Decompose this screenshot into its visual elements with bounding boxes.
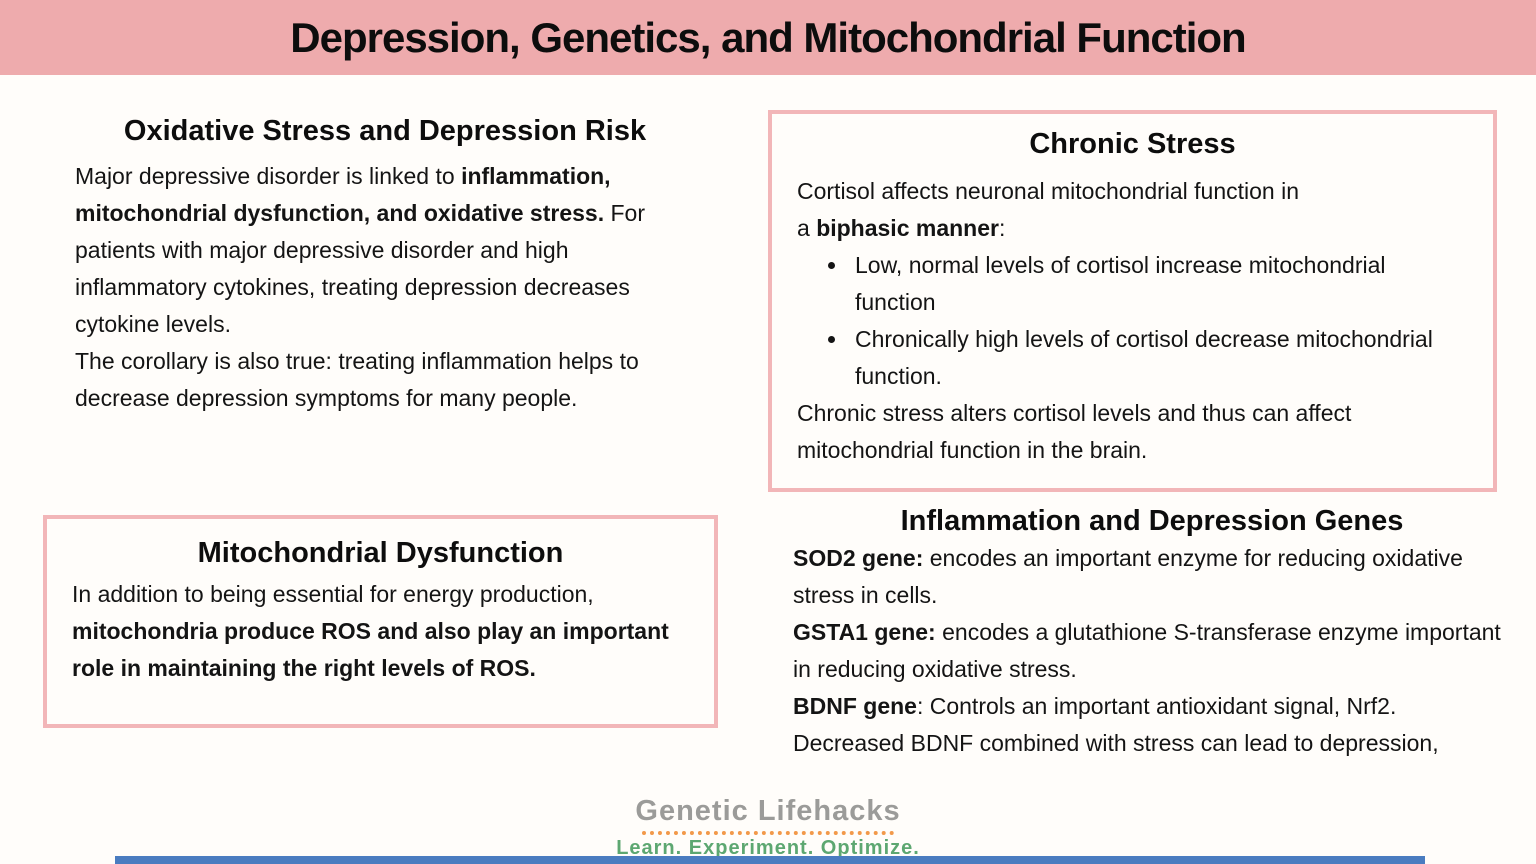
- gene-item-sod2: SOD2 gene: encodes an important enzyme f…: [793, 540, 1511, 614]
- gene-item-bdnf: BDNF gene: Controls an important antioxi…: [793, 688, 1511, 762]
- mito-heading: Mitochondrial Dysfunction: [197, 537, 564, 569]
- logo-tagline: Learn. Experiment. Optimize.: [616, 837, 920, 859]
- text-run: For patients with major depressive disor…: [75, 200, 645, 337]
- mito-paragraph: In addition to being essential for energ…: [72, 576, 689, 687]
- section-mitochondrial-dysfunction-box: Mitochondrial Dysfunction In addition to…: [43, 515, 718, 728]
- chronic-bullet-list: Low, normal levels of cortisol increase …: [797, 247, 1468, 395]
- logo-dotted-divider-icon: [642, 831, 894, 835]
- section-inflammation-depression-genes: Inflammation and Depression Genes SOD2 g…: [793, 503, 1511, 762]
- page-title: Depression, Genetics, and Mitochondrial …: [290, 13, 1246, 61]
- text-run: :: [998, 215, 1006, 241]
- text-run: Cortisol affects neuronal mitochondrial …: [797, 178, 1300, 204]
- text-run: In addition to being essential for energ…: [72, 581, 594, 607]
- chronic-bullet-2: Chronically high levels of cortisol decr…: [849, 321, 1468, 395]
- chronic-heading: Chronic Stress: [1029, 128, 1236, 160]
- text-run-bold: biphasic manner: [816, 215, 999, 241]
- gene-item-gsta1: GSTA1 gene: encodes a glutathione S-tran…: [793, 614, 1511, 688]
- bottom-blue-bar: [115, 856, 1425, 864]
- oxidative-paragraph-2: The corollary is also true: treating inf…: [75, 348, 639, 411]
- gene-desc: encodes an important enzyme for reducing…: [793, 545, 1463, 608]
- section-chronic-stress-box: Chronic Stress Cortisol affects neuronal…: [768, 110, 1497, 492]
- section-oxidative-stress: Oxidative Stress and Depression Risk Maj…: [75, 113, 695, 417]
- gene-name-bold: GSTA1 gene:: [793, 619, 936, 645]
- text-run-bold: mitochondria produce ROS and also play a…: [72, 618, 669, 681]
- gene-desc: : Controls an important antioxidant sign…: [793, 693, 1439, 756]
- text-run: a: [797, 215, 817, 241]
- chronic-outro: Chronic stress alters cortisol levels an…: [797, 400, 1352, 463]
- text-run-bold: inflammation, mitochondrial dysfunction,…: [75, 163, 611, 226]
- oxidative-paragraph-1: Major depressive disorder is linked to i…: [75, 158, 695, 343]
- text-run: Major depressive disorder is linked to: [75, 163, 462, 189]
- brand-logo: Genetic Lifehacks Learn. Experiment. Opt…: [0, 795, 1536, 860]
- header-banner: Depression, Genetics, and Mitochondrial …: [0, 0, 1536, 75]
- gene-name-bold: SOD2 gene:: [793, 545, 924, 571]
- chronic-bullet-1: Low, normal levels of cortisol increase …: [849, 247, 1468, 321]
- chronic-intro: Cortisol affects neuronal mitochondrial …: [797, 173, 1468, 247]
- gene-name-bold: BDNF gene: [793, 693, 917, 719]
- genes-heading: Inflammation and Depression Genes: [900, 505, 1404, 537]
- gene-desc: encodes a glutathione S-transferase enzy…: [793, 619, 1501, 682]
- logo-brand-text: Genetic Lifehacks: [635, 795, 901, 827]
- oxidative-heading: Oxidative Stress and Depression Risk: [123, 115, 647, 147]
